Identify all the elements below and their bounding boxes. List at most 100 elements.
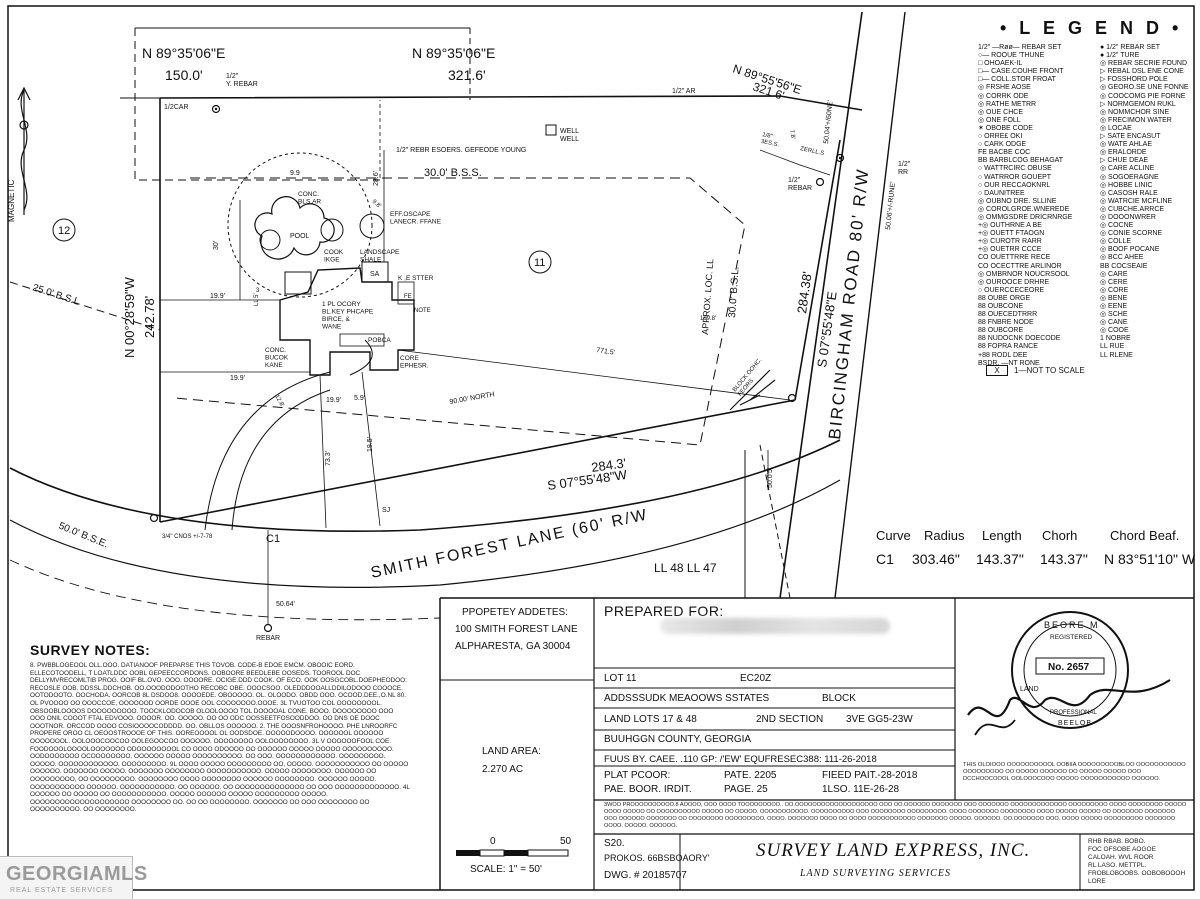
porch-label: POBCA — [368, 337, 391, 344]
company-subtitle: LAND SURVEYING SERVICES — [800, 868, 951, 879]
curve-header-length: Length — [982, 528, 1022, 543]
field-by-line: FUUS BY. CAEE. .110 GP: /'EW' EQUFRESEC3… — [604, 754, 877, 765]
legend-entry-left: +◎ OUETRR CCCE — [978, 246, 1042, 254]
legend-row: +◎ OUETRR CCCE◎ BOOF POCANE — [978, 246, 1200, 254]
legend-row: 88 OUECEDTRRR◎ SCHE — [978, 311, 1200, 319]
dim-50-04: 50.04'+/60NE' — [823, 100, 835, 144]
legend-entry-left: 88 FNBRE NODE — [978, 319, 1034, 327]
legend-row: ◎ RATHE METRR▷ NORMGEMON RUKL — [978, 101, 1200, 109]
legend-entry-left: ✶ OBOBE CODE — [978, 124, 1033, 132]
land-area-label: LAND AREA: — [482, 746, 541, 757]
legend-entry-right: ◎ CASOSH RALE — [1100, 189, 1158, 197]
legend-entry-right: ◎ EENE — [1100, 303, 1128, 310]
legend-row: ○ OUERCCECEORE◎ CORE — [978, 287, 1200, 295]
legend-entry-left: ◎ OMMGSDRE DRICRNRGE — [978, 213, 1073, 221]
lot-number: LOT 11 — [604, 673, 637, 684]
setback-east-label: 30.0' B.S.L. — [727, 266, 742, 318]
legend-entry-left: CO OCECTTRE ARLINOR — [978, 262, 1062, 270]
legend-row: +◎ OUTHRNE A BE ◎ COCNE — [978, 222, 1200, 230]
legend-entry-right: ◎ SCHE — [1100, 311, 1128, 319]
pool-label: POOL — [290, 233, 310, 240]
sj-label: SJ — [382, 507, 390, 514]
legend-entry-left: ○— ROOUE 'THUNE — [978, 52, 1045, 60]
bearing-west: N 00°28'59"W — [122, 276, 137, 358]
legend-entry-right: ◎ GEORO.SE UNE FONNE — [1100, 84, 1189, 92]
legend-entry-left: ○ OUERCCECEORE — [978, 286, 1045, 294]
setback-top-label: 30.0' B.S.S. — [424, 167, 482, 179]
curve-cell-id: C1 — [876, 551, 894, 567]
rebar-east-label: 1/2"REBAR — [788, 177, 812, 192]
legend-entry-left: ◎ COROLGROE.WNEREDE — [978, 205, 1070, 213]
rebar-e2-label: ZERLL.S — [800, 146, 825, 157]
legend-entry-right: ◎ CARE ACLINE — [1100, 165, 1155, 173]
seal-profession-text: PROFESSIONAL — [1050, 710, 1097, 716]
legend-entry-left: +◎ OUETT FTAOGN — [978, 230, 1045, 238]
legend-entry-left: □ OHOAEK-IL — [978, 60, 1023, 68]
note-text: 1—NOT TO SCALE — [1014, 366, 1085, 375]
drawing-number: DWG. # 20185707 — [604, 870, 687, 881]
ne-dist-label: 1/8"3ES.S. — [760, 132, 781, 149]
half-ar-left-label: 1/2CAR — [164, 104, 189, 111]
legend-entry-left: 88 NUDOCNK DOECODE — [978, 335, 1061, 343]
legend-entry-left: 88 OUBCONE — [978, 303, 1024, 310]
dim-73-3: 73.3' — [325, 451, 332, 466]
legend-entry-left: +88 RODL DEE — [978, 351, 1028, 359]
legend-row: □ OHOAEK-IL ◎ REBAR SECRIE FOUND — [978, 60, 1200, 68]
rebar-note-label: 1/2" REBR ESOERS. GEFEODE YOUNG — [396, 147, 526, 154]
rebar-far-label: 1/2"RR — [898, 161, 911, 176]
legend-entry-right — [1100, 360, 1200, 368]
legend-list: 1/2" —Røø— REBAR SET● 1/2" REBAR SET○— R… — [978, 44, 1200, 368]
legend-entry-left: □— CASE.COUHE FRONT — [978, 68, 1064, 76]
plat-page2-label: PAGE. 25 — [724, 784, 768, 795]
legend-row: 88 OUBE ORGE◎ BENE — [978, 295, 1200, 303]
legend-title: • L E G E N D • — [1000, 18, 1183, 38]
legend-note: X 1—NOT TO SCALE — [986, 365, 1085, 376]
legend-entry-left: +◎ OUTHRNE A BE — [978, 222, 1042, 230]
bearing-top-left: N 89°35'06"E — [142, 45, 225, 61]
legend-entry-left: ◎ CORRK ODE — [978, 92, 1029, 100]
legend-entry-right: ◎ WATRCIE MCFLINE — [1100, 197, 1173, 205]
legend-entry-right: ◎ CERE — [1100, 278, 1128, 286]
legend-entry-right: ◎ REBAR SECRIE FOUND — [1100, 60, 1188, 68]
dim-12-8: 12.8' — [273, 394, 285, 408]
district-label: 3VE GG5-23W — [846, 714, 913, 725]
county-label: BUUHGGN COUNTY, GEORGIA — [604, 734, 752, 745]
legend-row: CO OUETTRRE RECE◎ BCC AHEE — [978, 254, 1200, 262]
distance-south: 284.3' — [590, 455, 627, 475]
approx-ll-label: APPROX. LOC. LL — [700, 259, 715, 336]
legend-row: ◎ OUE CHCE◎ NOMMCHOR SINE — [978, 109, 1200, 117]
legend-row: BSDR. —NT RONE — [978, 360, 1200, 368]
legend-entry-right: ◎ COOE — [1100, 327, 1129, 335]
dim-19-5: 19.5' — [367, 437, 374, 452]
dim-3: 3 — [256, 288, 260, 294]
legend-entry-right: ◎ COCNE — [1100, 222, 1134, 230]
land-lot-label: LL 48 LL 47 — [654, 561, 717, 575]
legend-entry-right: ◎ COLLE — [1100, 238, 1132, 246]
dim-28-6: 28.6' — [373, 171, 380, 186]
legend-row: 88 FNBRE NODE◎ CANE — [978, 319, 1200, 327]
curve-cell-radius: 303.46" — [912, 551, 960, 567]
curve-cell-chord: 143.37" — [1040, 551, 1088, 567]
curve-header-curve: Curve — [876, 528, 911, 543]
legend-entry-right: ◎ LOCAE — [1100, 124, 1132, 132]
dim-30: 30' — [213, 241, 220, 250]
plat-book2-label: PAE. BOOR. IRDIT. — [604, 784, 692, 795]
legend-entry-right: ◎ HOBBE LINIC — [1100, 181, 1153, 189]
legend-entry-left: ◎ RATHE METRR — [978, 100, 1037, 108]
legend-entry-left: +◎ CUROTR RARR — [978, 238, 1042, 246]
seal-bottom-text: BEELOB — [1058, 720, 1093, 727]
company-contact: RHB RBAB. BOBO. FOC OFSOBE AOGOE CALOAH.… — [1088, 838, 1186, 885]
subdivision-name: ADDSSSUDK MEAOOWS SSTATES — [604, 693, 770, 704]
north-label: MAGNETIC — [7, 180, 16, 222]
dim-7-8: 7.8' — [788, 129, 796, 139]
distance-west: 242.78' — [142, 296, 157, 338]
top-left-note-label: 1/2"Y. REBAR — [226, 73, 258, 88]
dim-19-9-b: 19.9' — [230, 375, 245, 382]
lot-12-number: 12 — [58, 225, 70, 237]
